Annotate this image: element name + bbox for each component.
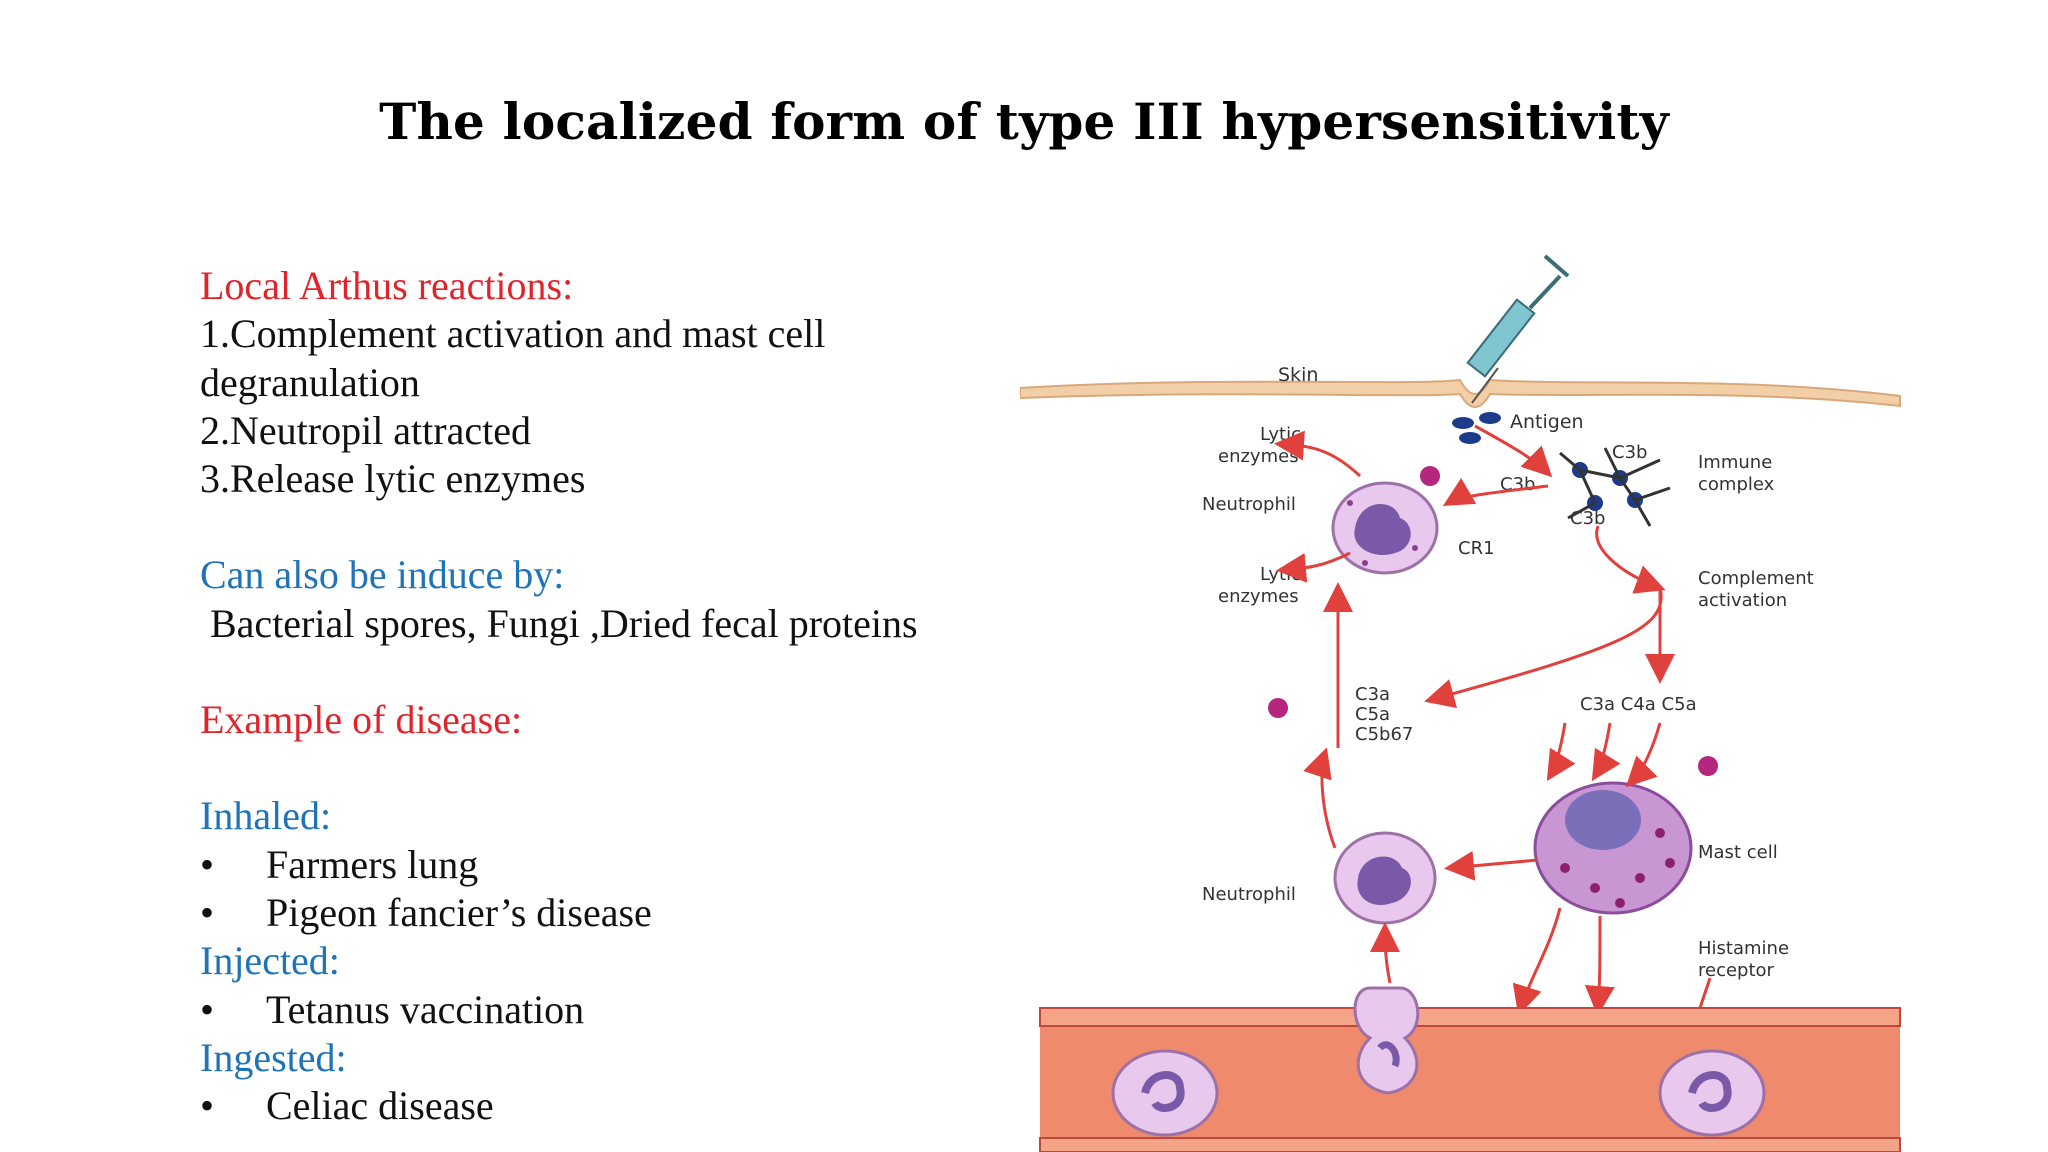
complement-fragments-left: C5b67 <box>1355 724 1413 745</box>
bullet: • <box>200 889 215 935</box>
antigen-label: Antigen <box>1510 411 1584 433</box>
syringe-icon <box>1466 254 1570 404</box>
arthus-reaction-diagram: Skin Antigen C3b C3b C3b Immune complex … <box>1020 254 1901 1152</box>
c3b-label: C3b <box>1612 442 1647 463</box>
immune-complex <box>1559 447 1671 527</box>
heading-disease: Example of disease: <box>200 697 523 743</box>
bullet: • <box>200 1083 215 1129</box>
neutrophil-top <box>1331 481 1439 575</box>
complement-fragments-right: C3a C4a C5a <box>1580 694 1697 715</box>
step-2: 2.Neutropil attracted <box>200 407 531 453</box>
label-injected: Injected: <box>200 938 340 984</box>
c3b-label: C3b <box>1570 508 1605 529</box>
step-1-cont: degranulation <box>200 359 420 405</box>
lytic-enzymes-label: enzymes <box>1218 446 1299 467</box>
mast-cell-label: Mast cell <box>1698 842 1778 863</box>
bullet: • <box>200 841 215 887</box>
heading-induce: Can also be induce by: <box>200 552 565 598</box>
histamine-receptor-label: receptor <box>1698 960 1775 981</box>
complement-fragments-left: C3a <box>1355 684 1390 705</box>
lytic-enzymes-label: Lytic <box>1260 424 1301 445</box>
mast-cell <box>1533 781 1693 915</box>
cr1-label: CR1 <box>1458 538 1495 559</box>
antigen-dot <box>1479 412 1501 424</box>
disease-pigeon-fancier: Pigeon fancier’s disease <box>266 889 652 935</box>
lytic-enzymes-label: Lytic <box>1260 564 1301 585</box>
arrows <box>1274 424 1712 1016</box>
skin-layer <box>1020 378 1901 408</box>
list-item: • Celiac disease <box>200 1082 1000 1130</box>
antigen-dot <box>1459 432 1481 444</box>
label-ingested: Ingested: <box>200 1034 347 1080</box>
complement-activation-label: Complement <box>1698 568 1814 589</box>
neutrophil-bottom <box>1333 831 1437 925</box>
list-item: • Farmers lung <box>200 841 1000 889</box>
disease-farmers-lung: Farmers lung <box>266 841 479 887</box>
bullet: • <box>200 986 215 1032</box>
antigen-dot <box>1452 417 1474 429</box>
mediator-dot <box>1268 698 1288 718</box>
complement-fragments-left: C5a <box>1355 704 1390 725</box>
step-1: 1.Complement activation and mast cell <box>200 311 826 357</box>
step-3: 3.Release lytic enzymes <box>200 456 586 502</box>
heading-arthus: Local Arthus reactions: <box>200 263 574 308</box>
immune-complex-label: complex <box>1698 474 1775 495</box>
slide-title: The localized form of type III hypersens… <box>379 92 1669 151</box>
blood-vessel <box>1039 986 1901 1152</box>
neutrophil-label: Neutrophil <box>1202 494 1296 515</box>
disease-celiac: Celiac disease <box>266 1083 494 1129</box>
label-inhaled: Inhaled: <box>200 793 332 839</box>
mediator-dot <box>1420 466 1440 486</box>
immune-complex-label: Immune <box>1698 452 1772 473</box>
text-column: Local Arthus reactions: 1.Complement act… <box>200 262 1000 1130</box>
mediator-dot <box>1698 756 1718 776</box>
complement-activation-label: activation <box>1698 590 1787 611</box>
list-item: • Pigeon fancier’s disease <box>200 889 1000 937</box>
disease-tetanus: Tetanus vaccination <box>266 986 585 1032</box>
skin-label: Skin <box>1278 364 1318 386</box>
list-item: • Tetanus vaccination <box>200 986 1000 1034</box>
neutrophil-label: Neutrophil <box>1202 884 1296 905</box>
lytic-enzymes-label: enzymes <box>1218 586 1299 607</box>
histamine-receptor-label: Histamine <box>1698 938 1789 959</box>
induce-text: Bacterial spores, Fungi ,Dried fecal pro… <box>210 600 918 646</box>
